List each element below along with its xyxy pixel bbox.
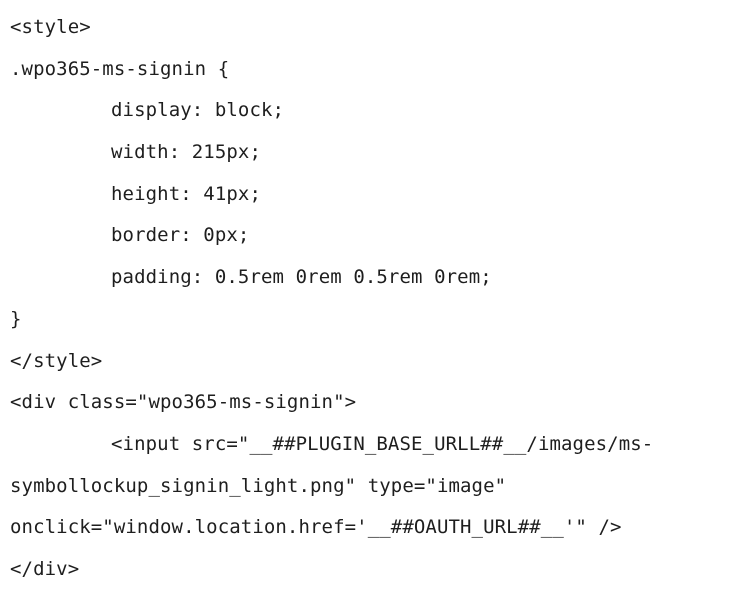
code-line: display: block; [111,99,285,122]
code-line: onclick="window.location.href='__##OAUTH… [10,516,622,539]
code-line: height: 41px; [111,182,262,205]
code-line: </style> [10,349,103,372]
code-line: <input src="__##PLUGIN_BASE_URLL##__/ima… [111,432,654,455]
code-line: <div class="wpo365-ms-signin"> [10,391,357,414]
code-line: <style> [10,16,91,38]
code-line: </div> [10,557,80,580]
code-line: symbollockup_signin_light.png" type="ima… [10,474,507,497]
code-line: } [10,307,22,330]
code-line: width: 215px; [111,141,262,164]
code-line: border: 0px; [111,224,250,247]
code-line: .wpo365-ms-signin { [10,57,230,80]
code-line: padding: 0.5rem 0rem 0.5rem 0rem; [111,266,492,289]
